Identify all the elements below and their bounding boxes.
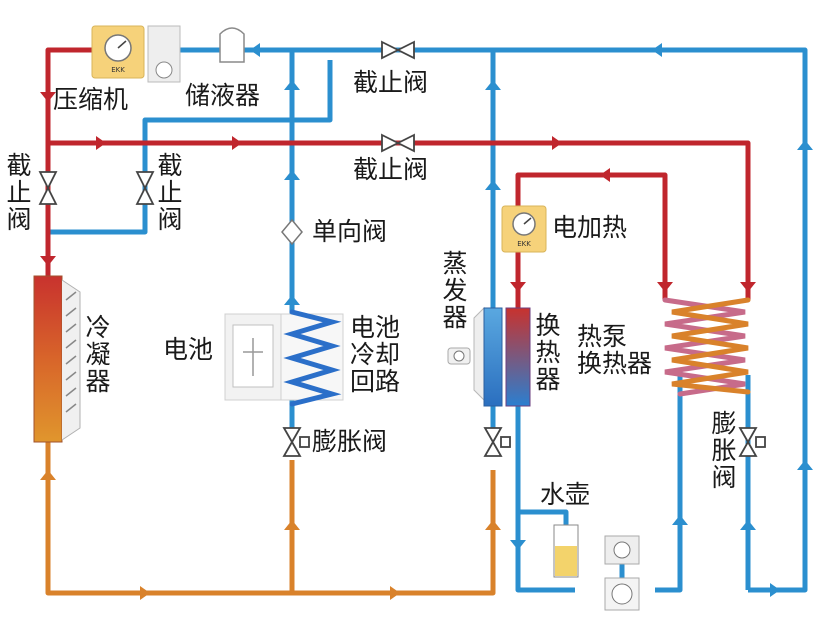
check-valve [281,218,303,246]
arrow [600,168,610,182]
shutoff-valve-left2-label: 截 止 阀 [157,151,183,234]
arrow [40,470,56,480]
arrow [485,180,501,190]
water-kettle [553,524,579,578]
expansion-valve-battery-label: 膨胀阀 [312,427,388,456]
arrow [770,583,780,597]
chiller-exchanger [505,307,531,407]
arrow [140,586,150,600]
arrow [40,256,56,266]
arrow [797,460,813,470]
arrow [740,520,756,530]
receiver [219,27,245,63]
compressor-label: 压缩机 [53,85,129,114]
battery-label: 电池 [163,335,214,364]
arrow [284,170,300,180]
svg-text:EKK: EKK [517,240,531,248]
arrow [510,282,526,292]
electric-heater: EKK [501,205,547,253]
arrow [485,80,501,90]
evaporator [447,306,503,407]
arrow [652,43,662,57]
expansion-valve-right [738,427,766,457]
shutoff-valve-left-label: 截 止 阀 [6,151,32,234]
shutoff-valve-left [38,171,58,205]
battery-cooling-coil [283,309,342,407]
chiller-exchanger-label: 换 热 器 [535,311,561,394]
arrow [672,515,688,525]
arrow [510,540,526,550]
shutoff-valve-mid-label: 截止阀 [353,155,429,184]
warm-pipes [45,440,496,596]
condenser [33,275,81,443]
arrow [40,92,56,102]
arrow [552,136,562,150]
arrow [284,520,300,530]
arrow [284,80,300,90]
heat-pump-exchanger [662,297,751,397]
coolant-pump [604,535,640,611]
arrow [485,520,501,530]
shutoff-valve-mid [381,133,415,153]
electric-heater-label: 电加热 [552,213,628,242]
cold-pipes [50,47,808,600]
arrow [390,586,400,600]
expansion-valve-right-label: 膨 胀 阀 [711,409,737,492]
arrow [96,136,106,150]
arrow [797,140,813,150]
shutoff-valve-left2 [135,171,155,205]
shutoff-valve-top-label: 截止阀 [353,68,429,97]
flow-arrows [40,43,813,600]
evaporator-label: 蒸 发 器 [442,249,468,332]
arrow [232,136,242,150]
arrow [740,282,756,292]
expansion-valve-battery [282,427,310,457]
expansion-valve-evaporator [483,427,511,457]
receiver-label: 储液器 [185,81,261,110]
arrow [250,43,260,57]
svg-text:EKK: EKK [111,66,125,74]
heat-pump-exchanger-label: 热泵 换热器 [577,322,653,378]
battery-loop-label: 电池 冷却 回路 [350,313,401,396]
battery [224,313,344,401]
arrow [284,295,300,305]
arrow [657,282,673,292]
shutoff-valve-top [381,40,415,60]
compressor: EKK [91,25,181,83]
kettle-label: 水壶 [540,480,591,509]
condenser-label: 冷 凝 器 [85,313,111,396]
check-valve-label: 单向阀 [312,217,388,246]
